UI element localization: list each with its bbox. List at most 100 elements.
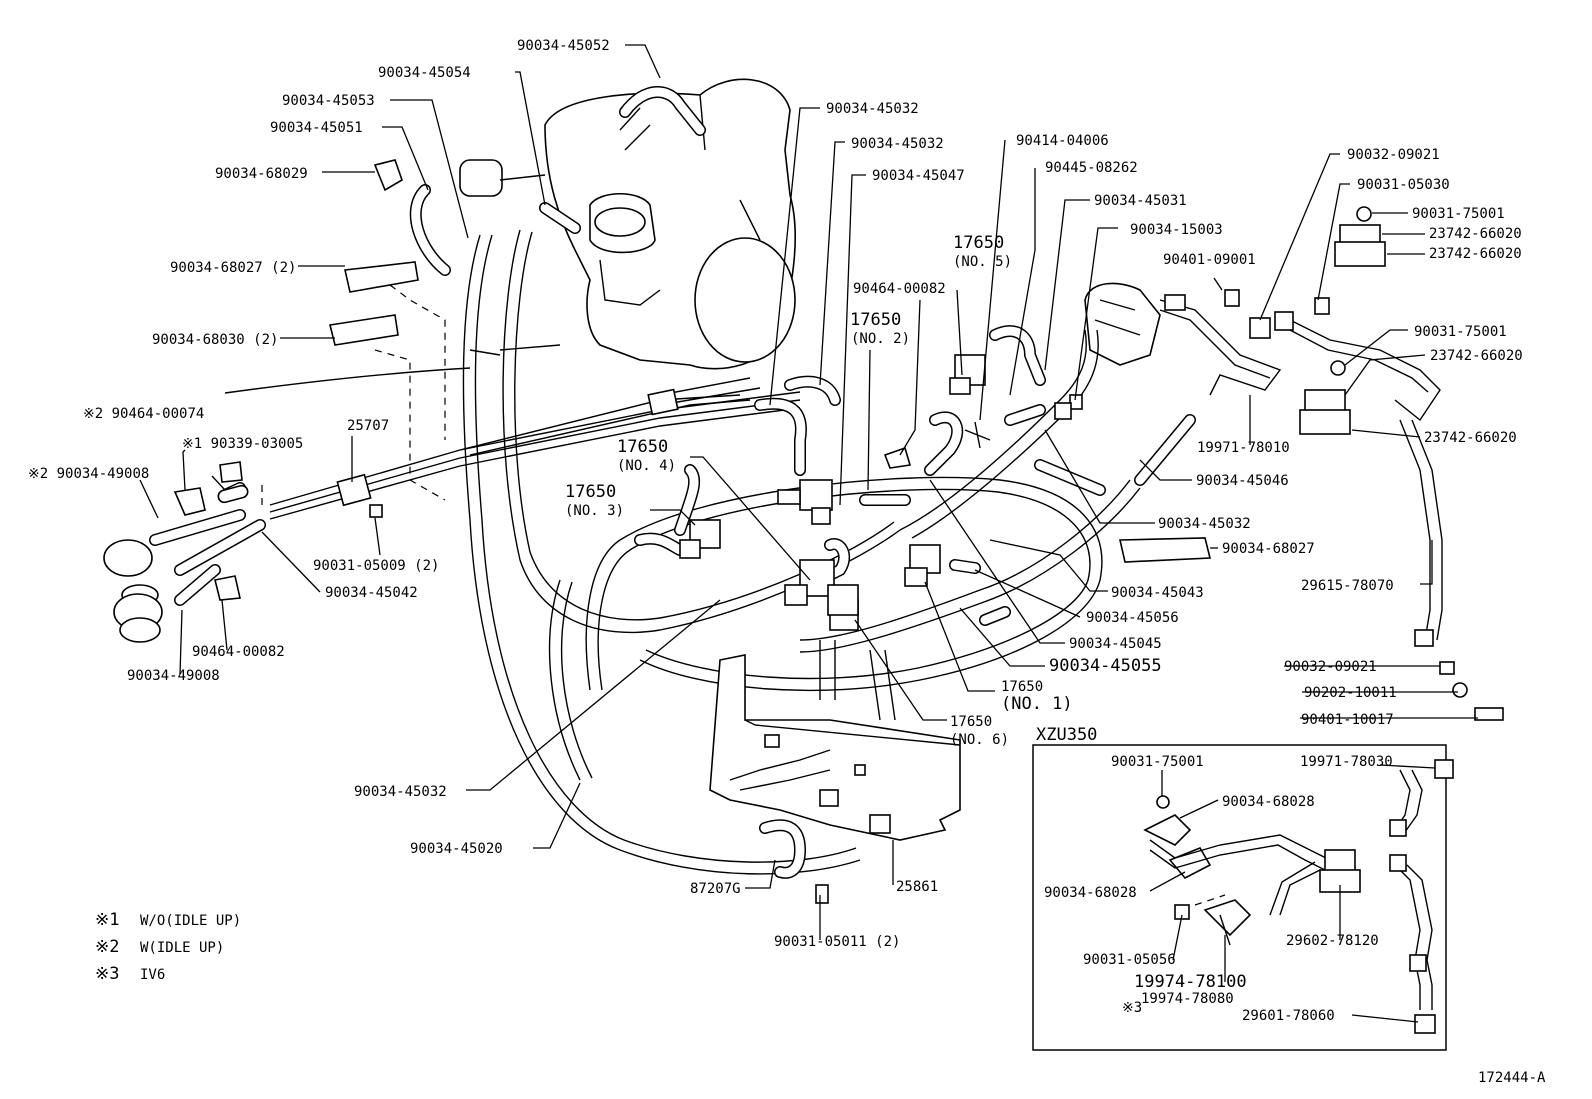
legend-mark-1: ※1 (95, 910, 119, 930)
leader-line (1074, 227, 1118, 401)
part-label: (NO. 6) (950, 732, 1009, 748)
part-label: (NO. 2) (851, 331, 910, 347)
leader-line (466, 599, 721, 791)
legend-text-3: IV6 (140, 967, 165, 983)
vsv-no5 (949, 354, 986, 395)
part-label: 90034-68027 (1222, 541, 1315, 557)
part-label: 17650 (950, 714, 992, 730)
leader-line (1213, 277, 1223, 291)
part-label: 19971-78010 (1197, 440, 1290, 456)
part-label: 90401-09001 (1163, 252, 1256, 268)
engine-outline (224, 78, 796, 394)
leader-line (139, 479, 159, 519)
leader-line (179, 609, 183, 675)
leader-line (1149, 871, 1186, 892)
part-label: 23742-66020 (1430, 348, 1523, 364)
actuator-pods (103, 539, 163, 643)
part-label: 19974-78100 (1134, 972, 1247, 992)
vsv-valves (679, 354, 986, 631)
part-label: 90034-45054 (378, 65, 471, 81)
leader-line (1344, 329, 1408, 366)
leader-line (690, 456, 811, 581)
leader-line (390, 99, 469, 239)
inset-parts (1143, 759, 1454, 1034)
leader-line (1044, 199, 1090, 371)
leader-line (261, 531, 321, 593)
vsv-bracket (709, 640, 961, 841)
inset-title: XZU350 (1036, 725, 1097, 745)
inset-xzu350 (1032, 744, 1454, 1051)
vsv-no1 (904, 544, 941, 587)
leader-line (959, 607, 1045, 667)
leader-lines (139, 44, 1478, 1023)
leader-line (1172, 914, 1183, 961)
part-label: 23742-66020 (1429, 246, 1522, 262)
legend-text-1: W/O(IDLE UP) (140, 913, 241, 929)
part-label: 90031-05011 (2) (774, 934, 900, 950)
part-label: 90031-75001 (1111, 754, 1204, 770)
part-label: 90034-68028 (1044, 885, 1137, 901)
part-label: 90034-45031 (1094, 193, 1187, 209)
part-label: 90034-45045 (1069, 636, 1162, 652)
leader-line (1344, 354, 1426, 396)
part-label: 90034-45032 (354, 784, 447, 800)
leader-line (899, 299, 921, 456)
leader-line (924, 581, 995, 692)
part-label: 17650 (1001, 679, 1043, 695)
legend-mark-3: ※3 (95, 964, 119, 984)
part-label: 29602-78120 (1286, 933, 1379, 949)
part-label: 17650 (565, 482, 616, 502)
part-label: ※2 90034-49008 (28, 466, 149, 482)
part-label: 90445-08262 (1045, 160, 1138, 176)
part-labels: 90034-4505290034-4505490034-4505390034-4… (28, 38, 1523, 1024)
part-label: 17650 (617, 437, 668, 457)
part-label: 90034-15003 (1130, 222, 1223, 238)
part-label: 90031-75001 (1412, 206, 1505, 222)
part-label: 90034-45032 (826, 101, 919, 117)
part-label: ※2 90464-00074 (83, 406, 204, 422)
leader-line (1379, 764, 1436, 769)
leader-line (515, 71, 546, 206)
part-label: 90034-45043 (1111, 585, 1204, 601)
part-label: 90034-68027 (2) (170, 260, 296, 276)
part-label: 25861 (896, 879, 938, 895)
part-label: 90464-00082 (853, 281, 946, 297)
leader-line (1351, 429, 1421, 438)
leader-line (769, 107, 820, 406)
leader-line (1420, 540, 1433, 585)
part-label: 90034-68028 (1222, 794, 1315, 810)
part-label: (NO. 1) (1001, 694, 1073, 714)
leader-line (929, 479, 1065, 644)
part-label: 19974-78080 (1141, 991, 1234, 1007)
part-label: 90034-49008 (127, 668, 220, 684)
egr-unit (1084, 282, 1161, 366)
part-label: (NO. 3) (565, 503, 624, 519)
part-label: (NO. 4) (617, 458, 676, 474)
leader-line (1139, 459, 1192, 481)
part-label: 90032-09021 (1347, 147, 1440, 163)
part-label: 19971-78030 (1300, 754, 1393, 770)
part-label: 23742-66020 (1424, 430, 1517, 446)
part-label: 17650 (850, 310, 901, 330)
part-label: ※3 (1122, 1000, 1142, 1016)
part-label: 90031-05009 (2) (313, 558, 439, 574)
part-label: 29615-78070 (1301, 578, 1394, 594)
part-label: 90032-09021 (1284, 659, 1377, 675)
leader-line (819, 141, 845, 386)
fittings (217, 394, 1083, 904)
leader-line (1351, 1014, 1419, 1023)
part-label: 90034-45032 (851, 136, 944, 152)
part-label: 29601-78060 (1242, 1008, 1335, 1024)
vsv-no6 (827, 584, 859, 616)
part-label: 25707 (347, 418, 389, 434)
diagram-line-art (103, 78, 1504, 906)
leader-line (1317, 183, 1350, 301)
part-label: 90034-45053 (282, 93, 375, 109)
leader-line (650, 509, 696, 526)
part-label: 90031-05030 (1357, 177, 1450, 193)
part-label: 87207G (690, 881, 741, 897)
leader-line (867, 349, 871, 491)
leader-line (974, 569, 1081, 618)
part-label: 90034-68029 (215, 166, 308, 182)
leader-line (745, 859, 776, 889)
